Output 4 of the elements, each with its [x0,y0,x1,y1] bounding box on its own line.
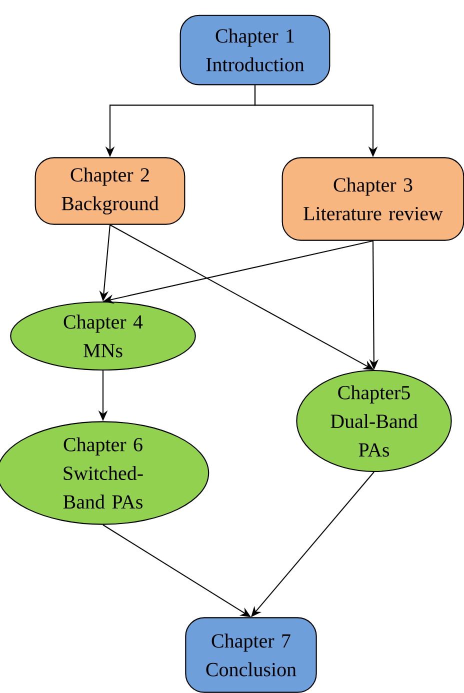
chapter-box: Chapter 2 Background [34,157,186,225]
chapter-box: Chapter 3 Literature review [282,157,464,241]
chapter-box: Chapter 1 Introduction [180,14,330,86]
chapter-box: Chapter 7 Conclusion [185,617,317,693]
